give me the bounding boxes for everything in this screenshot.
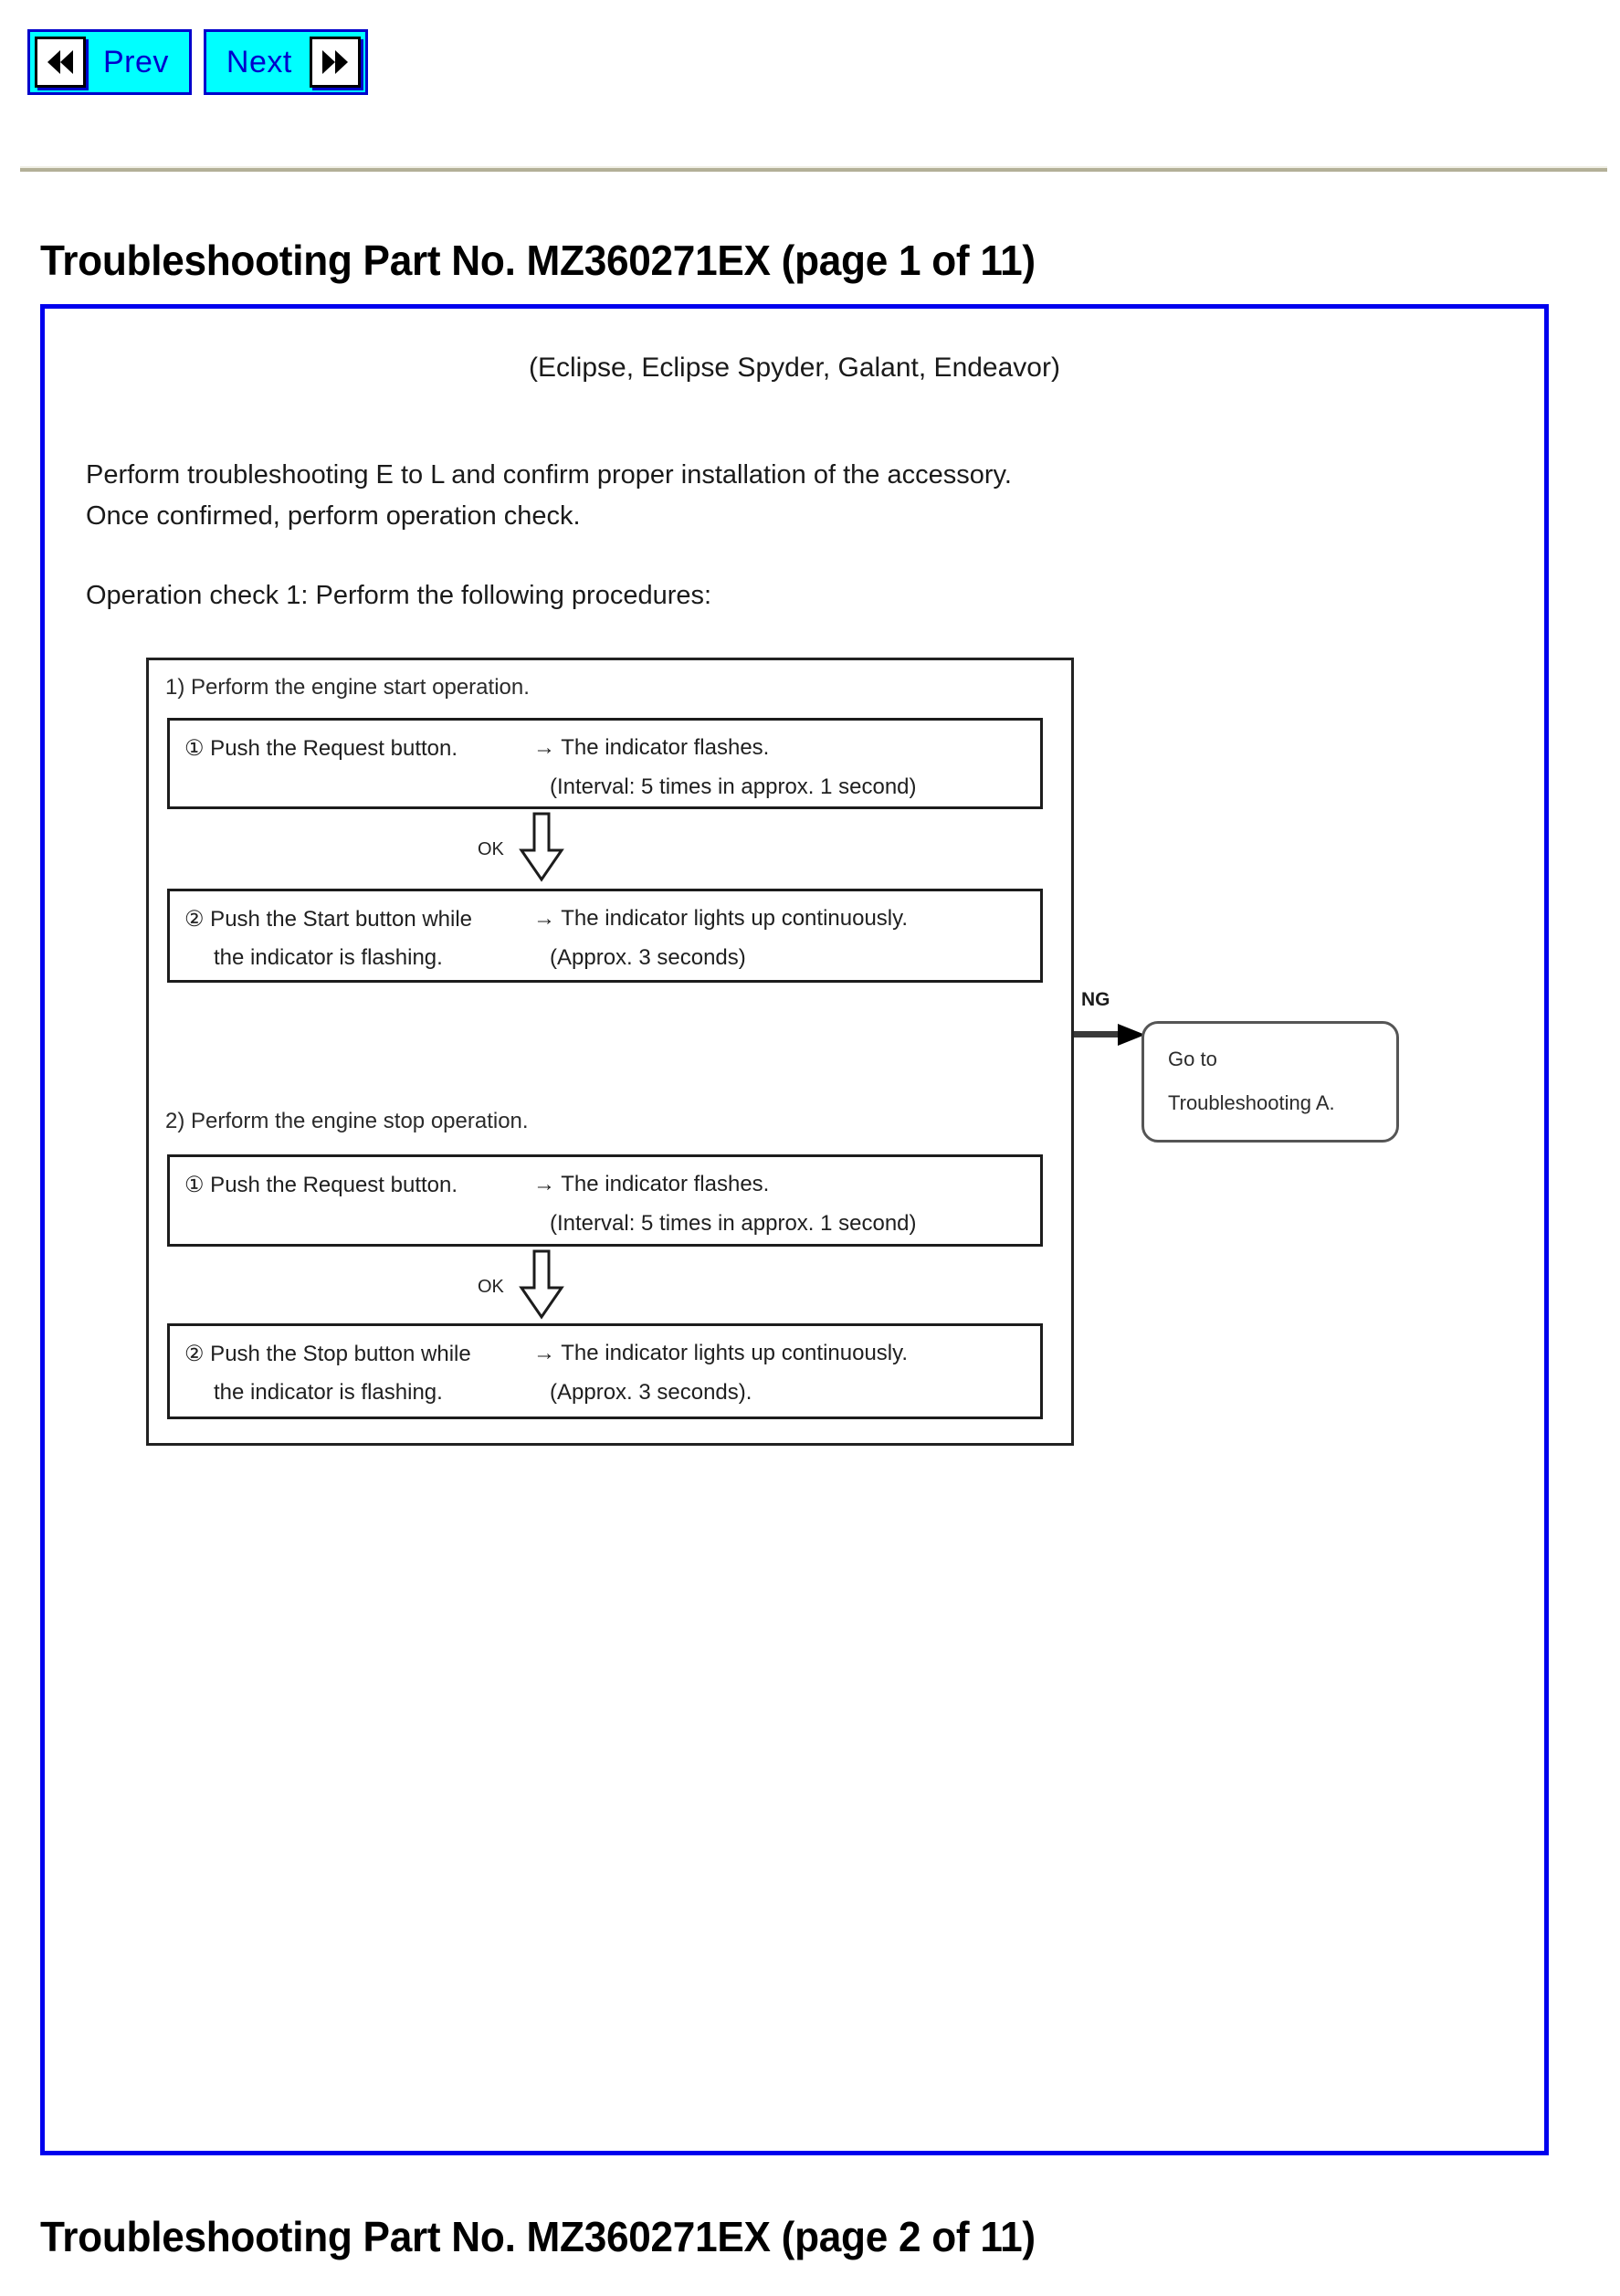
step-result-detail: (Interval: 5 times in approx. 1 second) [550, 774, 917, 799]
step-result-line: → The indicator flashes. [533, 1172, 770, 1196]
step-action-line: ① Push the Request button. [184, 736, 458, 761]
ng-label: NG [1081, 989, 1110, 1010]
step-result-line: → The indicator flashes. [533, 735, 770, 760]
right-arrow-icon [1074, 1022, 1147, 1052]
flow-heading-engine-stop: 2) Perform the engine stop operation. [165, 1109, 529, 1133]
header-divider [20, 166, 1607, 172]
prev-button-label: Prev [103, 44, 169, 79]
flow-step-box: ② Push the Stop button while the indicat… [167, 1323, 1043, 1419]
vehicle-models-subtitle: (Eclipse, Eclipse Spyder, Galant, Endeav… [529, 353, 1060, 383]
step-action-line: ① Push the Request button. [184, 1173, 458, 1197]
step-action-line-2: the indicator is flashing. [214, 945, 443, 970]
goto-line-2: Troubleshooting A. [1168, 1091, 1335, 1114]
flow-heading-engine-start: 1) Perform the engine start operation. [165, 675, 530, 700]
step-action-line-2: the indicator is flashing. [214, 1380, 443, 1405]
next-button[interactable]: Next [203, 29, 368, 95]
pagination-nav: Prev Next [27, 29, 368, 95]
step-result-detail: (Interval: 5 times in approx. 1 second) [550, 1211, 917, 1236]
ok-connector: OK [478, 1249, 605, 1322]
step-action-line: ② Push the Start button while [184, 907, 473, 932]
double-arrow-right-icon [309, 37, 361, 88]
flow-step-box: ② Push the Start button while the indica… [167, 889, 1043, 983]
step-result-line: → The indicator lights up continuously. [533, 1341, 909, 1365]
step-result-detail: (Approx. 3 seconds) [550, 945, 746, 970]
prev-button[interactable]: Prev [27, 29, 192, 95]
operation-check-flowchart: 1) Perform the engine start operation. 2… [146, 658, 1074, 1446]
document-page-frame: (Eclipse, Eclipse Spyder, Galant, Endeav… [40, 304, 1549, 2155]
instruction-line-2: Once confirmed, perform operation check. [86, 501, 581, 531]
step-result-detail: (Approx. 3 seconds). [550, 1380, 752, 1405]
ok-label: OK [478, 839, 504, 859]
ng-branch-connector: NG [1074, 989, 1193, 1080]
ok-label: OK [478, 1277, 504, 1297]
down-arrow-icon [518, 1249, 565, 1325]
page-title-top: Troubleshooting Part No. MZ360271EX (pag… [40, 237, 1036, 284]
ok-connector: OK [478, 812, 605, 885]
instruction-line-3: Operation check 1: Perform the following… [86, 581, 712, 610]
page-title-bottom: Troubleshooting Part No. MZ360271EX (pag… [40, 2213, 1036, 2260]
flow-step-box: ① Push the Request button. → The indicat… [167, 718, 1043, 809]
step-result-line: → The indicator lights up continuously. [533, 906, 909, 931]
step-action-line: ② Push the Stop button while [184, 1342, 471, 1366]
flow-step-box: ① Push the Request button. → The indicat… [167, 1154, 1043, 1247]
goto-troubleshooting-box: Go to Troubleshooting A. [1141, 1021, 1399, 1143]
down-arrow-icon [518, 812, 565, 888]
goto-line-1: Go to [1168, 1048, 1217, 1070]
instruction-line-1: Perform troubleshooting E to L and confi… [86, 460, 1012, 490]
double-arrow-left-icon [35, 37, 86, 88]
next-button-label: Next [226, 44, 292, 79]
